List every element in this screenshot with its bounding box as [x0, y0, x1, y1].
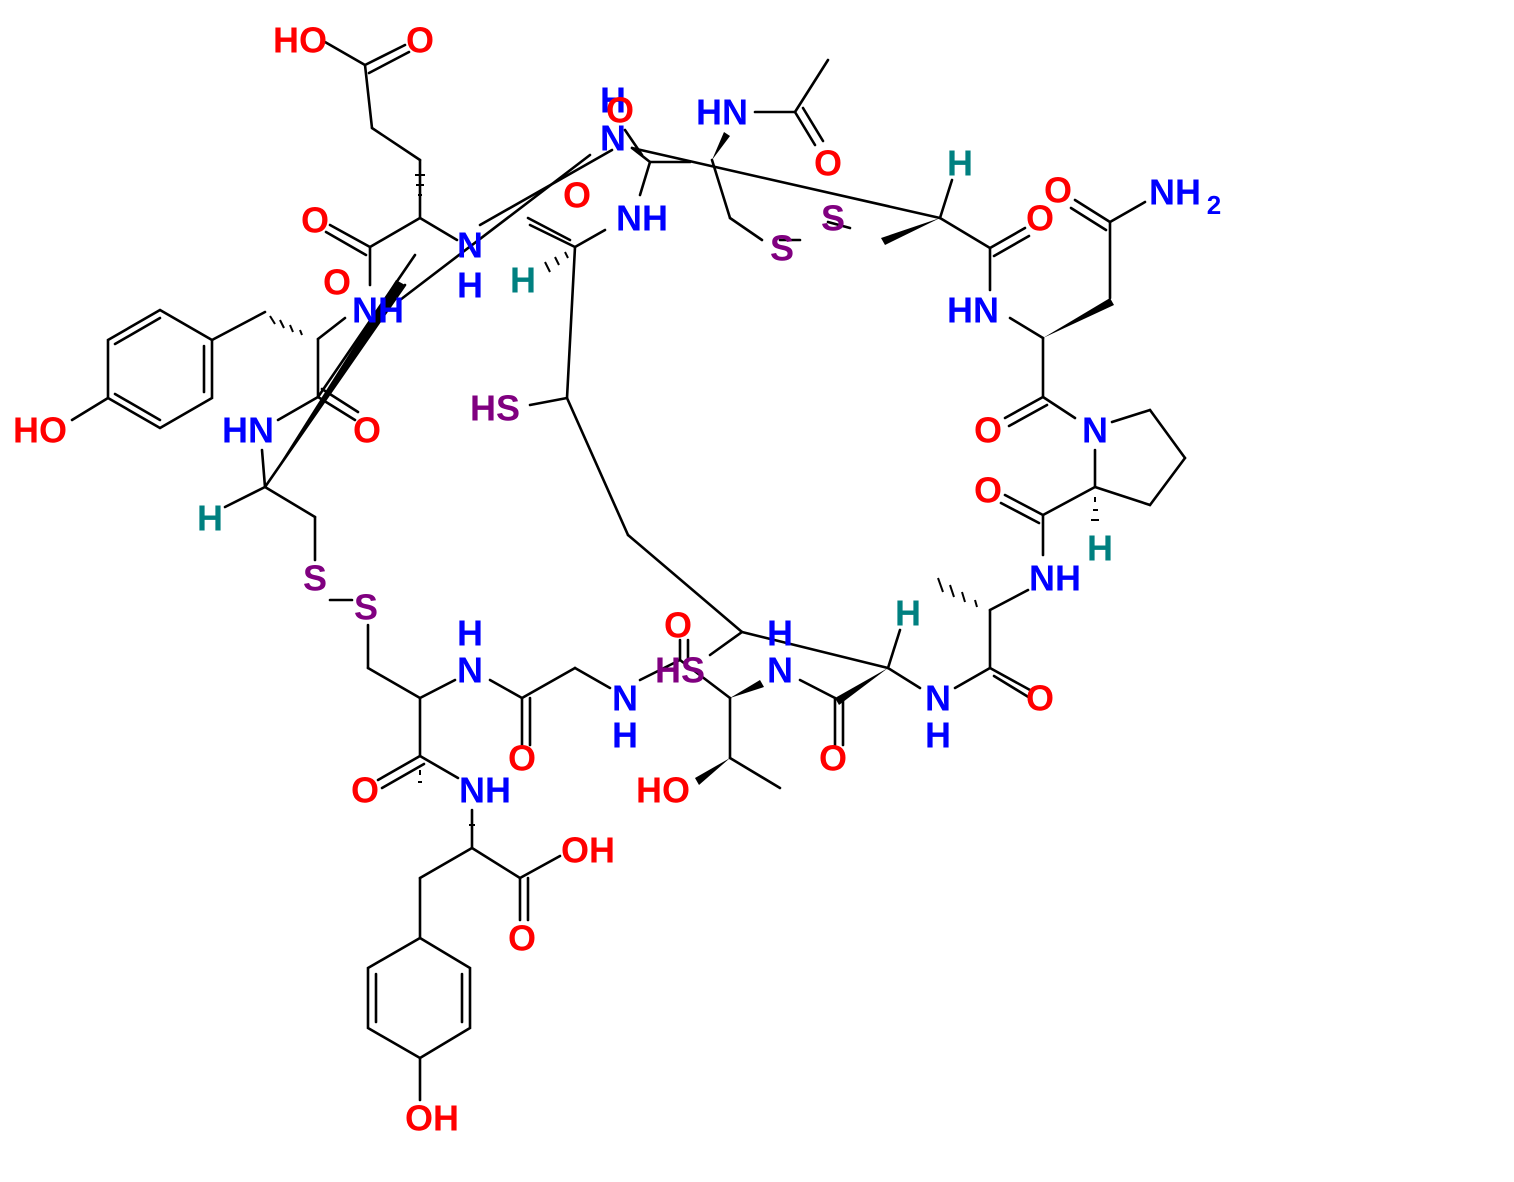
cys4-co-o-label: O — [1026, 198, 1054, 239]
cys1-h-label: H — [197, 498, 223, 539]
tyr1-nh-label: NH — [352, 290, 404, 331]
tyr2-cooh-oh-label: OH — [561, 830, 615, 871]
pro-h-label: H — [1087, 528, 1113, 569]
tyr2-cooh-o-label: O — [508, 918, 536, 959]
gly2-nh-n-label: N — [612, 678, 638, 719]
ac-hn-label: HN — [696, 92, 748, 133]
thr-nh-h-label: H — [767, 613, 793, 654]
cys1-hn-label: HN — [222, 410, 274, 451]
stereo-bond-layer — [265, 132, 1114, 840]
top-nh-h-label: H — [600, 80, 626, 121]
ss2-s-b-label: S — [770, 228, 794, 269]
free-hs-label: HS — [470, 388, 520, 429]
cys3-nh-n-label: N — [925, 678, 951, 719]
cys3-co-o-label: O — [819, 738, 847, 779]
glu-nh-n-label: N — [457, 225, 483, 266]
tyr2-ring-oh-label: OH — [405, 1098, 459, 1139]
tyr1-ring-oh-label: HO — [13, 410, 67, 451]
cys3-nh-h-label: H — [925, 715, 951, 756]
asn-nh2-subscript: 2 — [1207, 190, 1221, 220]
pro-n-label: N — [1082, 410, 1108, 451]
ss1-s-a-label: S — [303, 558, 327, 599]
glu-co-o-label: O — [301, 200, 329, 241]
asn-hn-label: HN — [947, 290, 999, 331]
ss1-s-b-label: S — [354, 587, 378, 628]
cys5-nh-label: NH — [616, 198, 668, 239]
cys2-nh-h-label: H — [457, 613, 483, 654]
glu-cooh-o-label: O — [406, 20, 434, 61]
ala-nh-label: NH — [1029, 558, 1081, 599]
ala-co-o-label: O — [1026, 678, 1054, 719]
glu-cooh-ho-label: HO — [273, 20, 327, 61]
asn-co-o-label: O — [974, 410, 1002, 451]
cys5-co-o-label: O — [563, 175, 591, 216]
thr-ho-label: HO — [636, 770, 690, 811]
glu-nh-h-label: H — [457, 265, 483, 306]
thr-nh-n-label: N — [767, 650, 793, 691]
gly2-nh-h-label: H — [612, 715, 638, 756]
cys1-co-o-label: O — [353, 410, 381, 451]
cys2-nh-n-label: N — [457, 650, 483, 691]
cys5-h-label: H — [510, 260, 536, 301]
ss2-s-a-label: S — [821, 198, 845, 239]
gly-co-o-label: O — [508, 738, 536, 779]
tyr2-nh-label: NH — [459, 770, 511, 811]
tyr1-co-o-label: O — [323, 262, 351, 303]
cys3-h-label: H — [895, 593, 921, 634]
atom-label-layer: HO O O N H O NH HO HN O H S S H N O N H … — [13, 20, 1221, 1139]
asn-amide-o-label: O — [1044, 170, 1072, 211]
top-o-label: O — [606, 90, 634, 131]
ac-o-label: O — [814, 143, 842, 184]
cys2-co-o-label: O — [351, 770, 379, 811]
pro-co-o-label: O — [974, 470, 1002, 511]
asn-nh2-label: NH — [1149, 172, 1201, 213]
top-nh-n-label: N — [600, 118, 626, 159]
thr-hs-label: HS — [655, 650, 705, 691]
thr-co-o-label: O — [664, 605, 692, 646]
cys4-h-label: H — [947, 143, 973, 184]
